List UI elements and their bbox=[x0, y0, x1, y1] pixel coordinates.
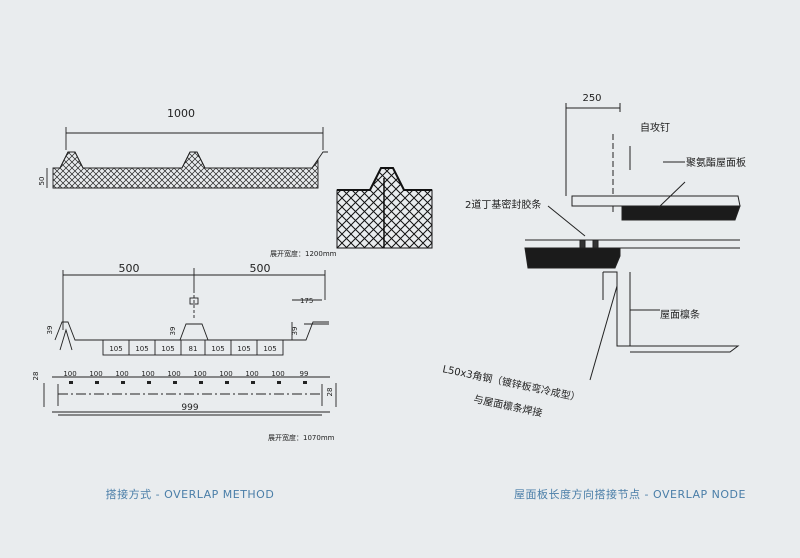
segment-label: 105 bbox=[211, 345, 224, 353]
dim-39-right: 39 bbox=[291, 327, 299, 336]
label-butyl-seal: 2道丁基密封胶条 bbox=[465, 198, 541, 211]
dim-250: 250 bbox=[582, 93, 601, 104]
segment-label: 105 bbox=[109, 345, 122, 353]
segment-label: 100 bbox=[167, 370, 180, 378]
dim-500-right: 500 bbox=[250, 262, 271, 275]
segment-label: 100 bbox=[245, 370, 258, 378]
left-caption: 搭接方式 - OVERLAP METHOD bbox=[106, 487, 275, 501]
segment-label: 100 bbox=[89, 370, 102, 378]
segment-label: 99 bbox=[300, 370, 309, 378]
dim-999: 999 bbox=[181, 403, 198, 413]
segment-label: 105 bbox=[135, 345, 148, 353]
segment-label: 100 bbox=[193, 370, 206, 378]
dim-175: 175 bbox=[300, 297, 313, 305]
right-caption: 屋面板长度方向搭接节点 - OVERLAP NODE bbox=[514, 487, 746, 501]
label-self-tapping-screw: 自攻钉 bbox=[640, 121, 670, 134]
segment-label: 100 bbox=[271, 370, 284, 378]
top-unfold-width: 展开宽度：1200mm bbox=[270, 249, 337, 258]
segment-label: 81 bbox=[189, 345, 198, 353]
label-roof-purlin: 屋面檩条 bbox=[660, 308, 700, 321]
segment-label: 100 bbox=[219, 370, 232, 378]
bottom-board-profile bbox=[43, 376, 337, 416]
segment-label: 100 bbox=[141, 370, 154, 378]
dim-28-right: 28 bbox=[326, 388, 334, 397]
dim-1000-label: 1000 bbox=[167, 107, 195, 120]
panel-core bbox=[52, 151, 319, 189]
sandwich-panel-profile bbox=[46, 127, 328, 189]
segment-strip bbox=[102, 339, 284, 356]
segment-label: 100 bbox=[115, 370, 128, 378]
dim-39-left: 39 bbox=[46, 326, 54, 335]
rib-detail-enlargement bbox=[336, 167, 433, 249]
bottom-unfold-width: 展开宽度：1070mm bbox=[268, 433, 335, 442]
bottom-segment-labels: 100 100 100 100 100 100 100 100 100 99 bbox=[63, 370, 308, 378]
segment-label: 105 bbox=[237, 345, 250, 353]
label-angle-steel: L50x3角钢（镀锌板弯冷成型） bbox=[441, 362, 581, 404]
segment-label: 105 bbox=[263, 345, 276, 353]
steel-sheet-profile bbox=[54, 268, 329, 356]
panel-top-skin bbox=[53, 151, 328, 169]
segment-label: 105 bbox=[161, 345, 174, 353]
bottom-rivets bbox=[69, 381, 307, 384]
dim-50-label: 50 bbox=[38, 177, 46, 186]
segment-label: 100 bbox=[63, 370, 76, 378]
mid-segment-labels: 105 105 105 81 105 105 105 bbox=[109, 345, 276, 353]
dim-28-left: 28 bbox=[32, 372, 40, 381]
dim-500-left: 500 bbox=[119, 262, 140, 275]
dim-39-center: 39 bbox=[169, 327, 177, 336]
overlap-node-drawing bbox=[524, 103, 741, 381]
label-pu-roof-panel: 聚氨酯屋面板 bbox=[686, 156, 746, 169]
label-weld: 与屋面檩条焊接 bbox=[472, 392, 543, 419]
